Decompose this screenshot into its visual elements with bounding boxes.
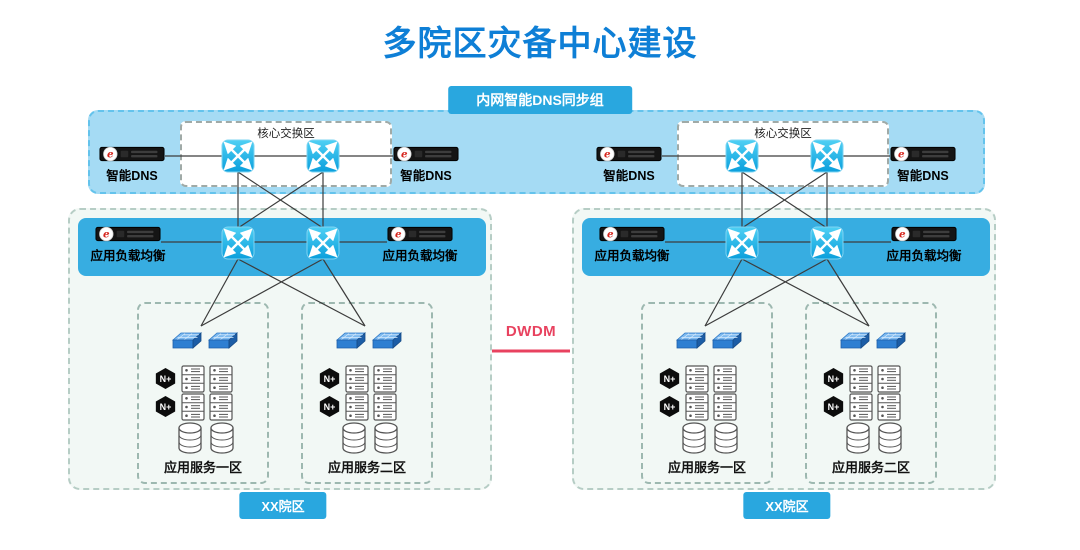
campus-box-left: N+ N+ 应用服务一区 N+ N+ 应用服务二区 <box>68 208 492 490</box>
nplus-text: N+ <box>663 373 676 384</box>
nplus-badge: N+ <box>319 368 340 389</box>
database-icon <box>177 422 203 454</box>
zone-label: 应用服务二区 <box>831 460 910 475</box>
database-icon <box>209 422 235 454</box>
core-zone-label: 核心交换区 <box>754 128 812 140</box>
nplus-badge: N+ <box>155 396 176 417</box>
zone-label: 应用服务一区 <box>163 460 242 475</box>
nplus-text: N+ <box>663 401 676 412</box>
dwdm-label: DWDM <box>505 323 557 340</box>
blade-switch-icon <box>712 332 742 352</box>
server-icon <box>849 393 873 421</box>
server-icon <box>345 365 369 393</box>
aggregation-switch-icon <box>306 226 340 260</box>
blade-switch-icon <box>208 332 238 352</box>
nplus-badge: N+ <box>155 368 176 389</box>
service-zone: N+ N+ 应用服务二区 <box>805 302 937 484</box>
service-zone: N+ N+ 应用服务二区 <box>301 302 433 484</box>
server-icon <box>877 393 901 421</box>
dns-appliance-label: 智能DNS <box>400 169 452 183</box>
nplus-text: N+ <box>323 401 336 412</box>
load-balancer-appliance: 应用负载均衡 <box>582 224 682 264</box>
server-icon <box>713 365 737 393</box>
dns-appliance-icon <box>99 144 165 164</box>
database-icon <box>373 422 399 454</box>
nplus-text: N+ <box>159 373 172 384</box>
blade-switch-icon <box>336 332 366 352</box>
campus-label-chip: XX院区 <box>743 492 831 519</box>
server-icon <box>181 393 205 421</box>
core-switch-icon <box>725 139 759 173</box>
load-balancer-label: 应用负载均衡 <box>90 249 166 263</box>
load-balancer-appliance: 应用负载均衡 <box>78 224 178 264</box>
core-zone-label: 核心交换区 <box>257 128 315 140</box>
server-icon <box>209 393 233 421</box>
aggregation-switch-icon <box>725 226 759 260</box>
load-balancer-label: 应用负载均衡 <box>594 249 670 263</box>
campus-label-chip: XX院区 <box>239 492 327 519</box>
server-icon <box>685 365 709 393</box>
load-balancer-icon <box>599 224 665 244</box>
load-balancer-icon <box>891 224 957 244</box>
dns-appliance-label: 智能DNS <box>603 169 655 183</box>
nplus-badge: N+ <box>659 368 680 389</box>
nplus-badge: N+ <box>319 396 340 417</box>
blade-switch-icon <box>876 332 906 352</box>
dns-appliance: 智能DNS <box>589 144 669 184</box>
aggregation-switch-icon <box>810 226 844 260</box>
service-zone: N+ N+ 应用服务一区 <box>137 302 269 484</box>
nplus-text: N+ <box>827 373 840 384</box>
server-icon <box>849 365 873 393</box>
dns-appliance-icon <box>890 144 956 164</box>
dns-appliance: 智能DNS <box>883 144 963 184</box>
server-icon <box>181 365 205 393</box>
service-zone: N+ N+ 应用服务一区 <box>641 302 773 484</box>
dns-appliance-label: 智能DNS <box>106 169 158 183</box>
nplus-text: N+ <box>323 373 336 384</box>
blade-switch-icon <box>172 332 202 352</box>
load-balancer-appliance: 应用负载均衡 <box>874 224 974 264</box>
server-icon <box>713 393 737 421</box>
load-balancer-appliance: 应用负载均衡 <box>370 224 470 264</box>
nplus-badge: N+ <box>823 368 844 389</box>
blade-switch-icon <box>372 332 402 352</box>
server-icon <box>685 393 709 421</box>
core-switch-zone-left: 核心交换区 <box>180 121 392 187</box>
server-icon <box>373 365 397 393</box>
database-icon <box>341 422 367 454</box>
load-balancer-label: 应用负载均衡 <box>382 249 458 263</box>
dns-appliance: 智能DNS <box>386 144 466 184</box>
dns-appliance-label: 智能DNS <box>897 169 949 183</box>
aggregation-switch-icon <box>221 226 255 260</box>
nplus-badge: N+ <box>659 396 680 417</box>
dns-appliance: 智能DNS <box>92 144 172 184</box>
zone-label: 应用服务一区 <box>667 460 746 475</box>
database-icon <box>877 422 903 454</box>
blade-switch-icon <box>676 332 706 352</box>
core-switch-zone-right: 核心交换区 <box>677 121 889 187</box>
dns-sync-group-chip: 内网智能DNS同步组 <box>448 86 632 114</box>
server-icon <box>345 393 369 421</box>
core-switch-icon <box>810 139 844 173</box>
database-icon <box>681 422 707 454</box>
dns-appliance-icon <box>596 144 662 164</box>
blade-switch-icon <box>840 332 870 352</box>
database-icon <box>845 422 871 454</box>
nplus-badge: N+ <box>823 396 844 417</box>
load-balancer-icon <box>95 224 161 244</box>
dns-appliance-icon <box>393 144 459 164</box>
nplus-text: N+ <box>159 401 172 412</box>
zone-label: 应用服务二区 <box>327 460 406 475</box>
page-title: 多院区灾备中心建设 <box>382 25 698 63</box>
nplus-text: N+ <box>827 401 840 412</box>
server-icon <box>877 365 901 393</box>
database-icon <box>713 422 739 454</box>
core-switch-icon <box>306 139 340 173</box>
server-icon <box>209 365 233 393</box>
load-balancer-label: 应用负载均衡 <box>886 249 962 263</box>
core-switch-icon <box>221 139 255 173</box>
load-balancer-icon <box>387 224 453 244</box>
server-icon <box>373 393 397 421</box>
